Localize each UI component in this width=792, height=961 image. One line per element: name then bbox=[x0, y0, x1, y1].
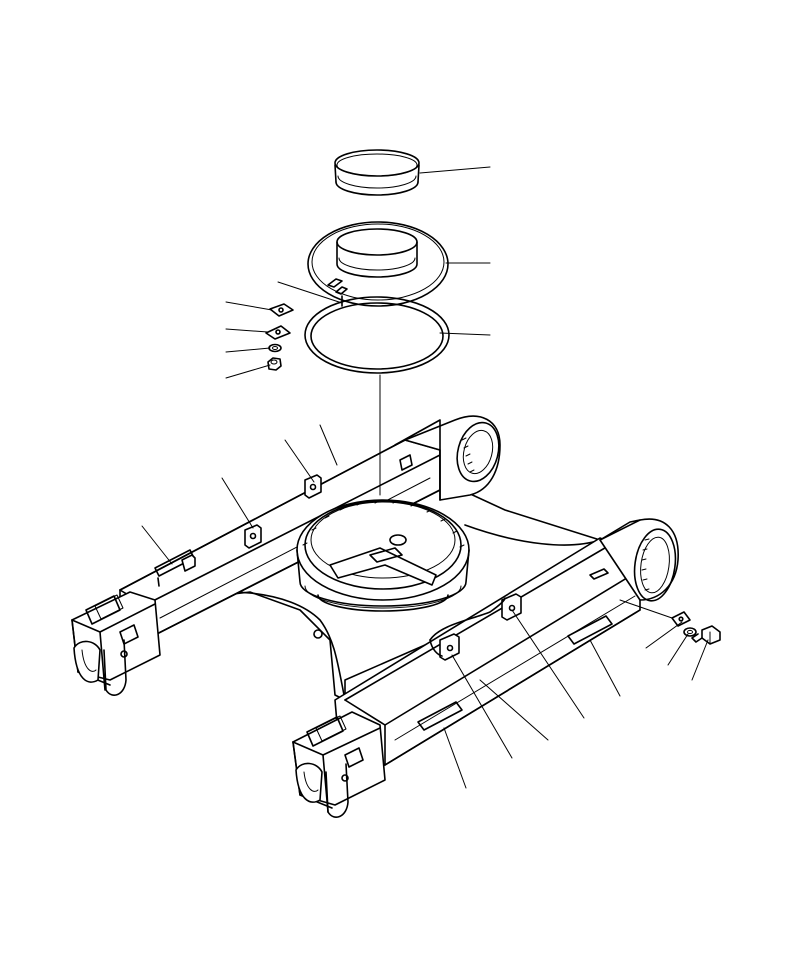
seal-ring bbox=[334, 149, 420, 196]
track-frame bbox=[71, 415, 679, 818]
plate-upper bbox=[269, 303, 294, 317]
nut-left bbox=[267, 357, 282, 371]
o-ring bbox=[304, 296, 450, 374]
washer-left bbox=[268, 343, 282, 353]
bolt-right bbox=[691, 625, 721, 645]
washer-right bbox=[683, 627, 697, 637]
callout-lines bbox=[141, 166, 709, 789]
swing-circle-race bbox=[307, 221, 449, 307]
cover-plate-right bbox=[671, 611, 691, 627]
plate-lower bbox=[265, 325, 291, 340]
